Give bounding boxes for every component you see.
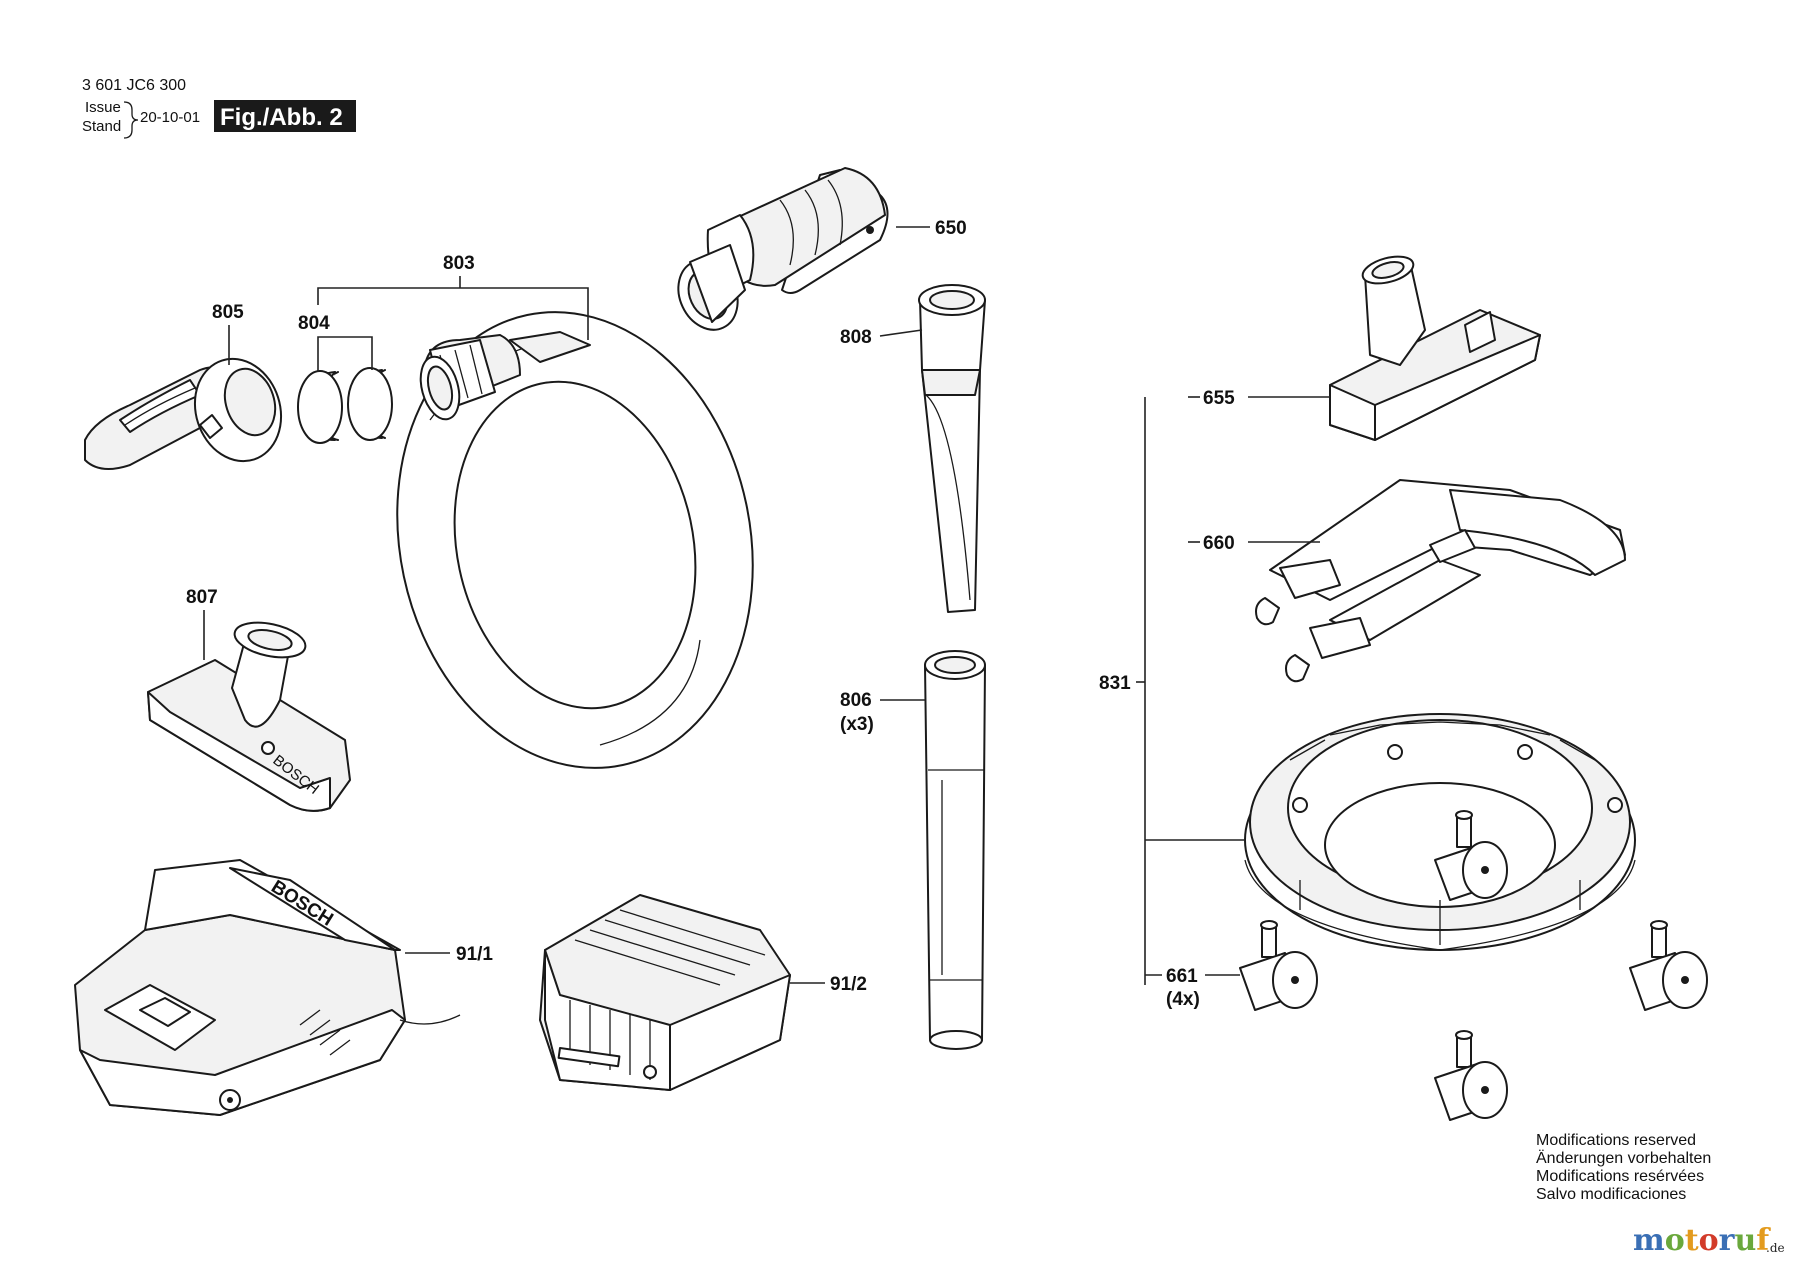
document-header: 3 601 JC6 300 Issue Stand 20-10-01 Fig./… [82,77,356,139]
part-655-nozzle: 655 [1188,255,1541,441]
label-660: 660 [1203,533,1235,554]
note-fr: Modifications resérvées [1536,1168,1704,1185]
part-805-handle: 805 [84,302,283,470]
label-91-1: 91/1 [456,944,493,965]
modifications-notes: Modifications reserved Änderungen vorbeh… [1536,1132,1711,1203]
part-660-strap: 660 [1188,479,1626,683]
part-804-rings: 804 [297,313,393,444]
part-806-extension-tube: 806 (x3) [840,650,986,1050]
caster-bottom [1434,1030,1508,1121]
label-806: 806 [840,690,872,711]
part-831-trolley: 831 [1099,397,1636,985]
watermark-suffix: .de [1766,1241,1785,1255]
figure-badge [214,100,356,132]
label-655: 655 [1203,388,1235,409]
label-804: 804 [298,313,330,334]
note-en: Modifications reserved [1536,1132,1696,1149]
header-brace [123,101,139,139]
label-650: 650 [935,218,967,239]
label-661-qty: (4x) [1166,989,1200,1010]
part-650-adapter: 650 [677,167,967,331]
caster-left [1239,920,1318,1011]
part-91-1-charger: BOSCH 91/1 [74,859,493,1116]
note-de: Änderungen vorbehalten [1536,1149,1711,1167]
watermark-logo: motoruf .de [1633,1223,1785,1258]
figure-label: Fig./Abb. 2 [220,104,343,131]
part-807-nozzle: BOSCH 807 [147,587,351,812]
watermark-letter: t [1685,1223,1699,1258]
watermark-letter: f [1756,1223,1771,1258]
watermark-brand: motoruf [1633,1223,1771,1258]
caster-center [1434,810,1508,901]
label-91-2: 91/2 [830,974,867,995]
issue-label: Issue [85,99,121,116]
watermark-letter: u [1734,1223,1756,1258]
label-808: 808 [840,327,872,348]
part-808-crevice-tube: 808 [840,284,986,613]
label-803: 803 [443,253,475,274]
part-661-casters: 661 (4x) [1145,810,1708,1121]
part-803-hose: 803 [317,253,754,769]
doc-number: 3 601 JC6 300 [82,77,186,94]
watermark-letter: r [1719,1223,1736,1258]
issue-date: 20-10-01 [140,109,200,126]
caster-right [1629,920,1708,1011]
label-806-qty: (x3) [840,714,874,735]
label-807: 807 [186,587,218,608]
label-831: 831 [1099,673,1131,694]
label-661: 661 [1166,966,1198,987]
stand-label: Stand [82,118,121,135]
label-805: 805 [212,302,244,323]
svg-text:motoruf: motoruf [1633,1223,1771,1258]
watermark-letter: m [1633,1223,1665,1258]
part-91-2-battery: 91/2 [539,894,867,1091]
note-es: Salvo modificaciones [1536,1186,1686,1203]
watermark-letter: o [1665,1223,1685,1258]
watermark-letter: o [1699,1223,1719,1258]
